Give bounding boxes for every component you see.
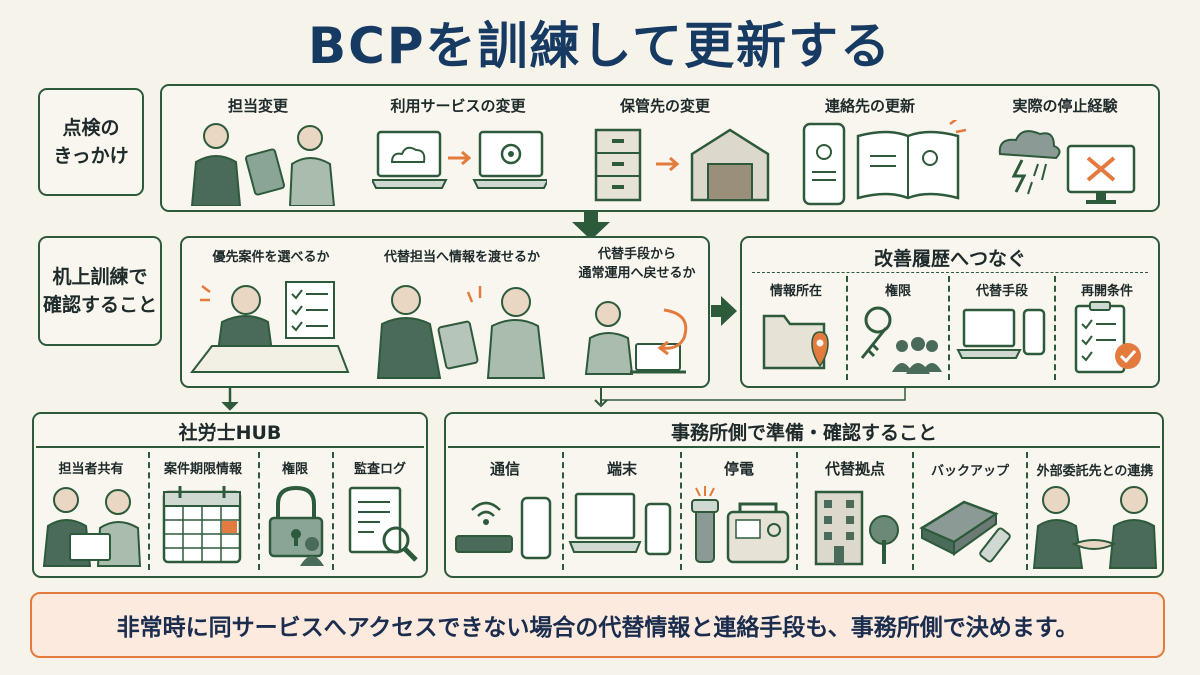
right-arrow-icon: [711, 296, 737, 326]
folder-location-icon: [762, 314, 829, 370]
laptop-smartphone-icon: [568, 492, 672, 556]
two-staff-laptop-icon: [42, 487, 142, 567]
trigger-label-box: 点検の きっかけ: [38, 88, 144, 196]
improvement-history-title: 改善履歴へつなぐ: [873, 248, 1026, 270]
improve-item-permission: 権限: [884, 284, 911, 299]
trigger-item-storage-change: 保管先の変更: [619, 97, 710, 115]
checklist-clipboard-icon: [1074, 301, 1141, 374]
connector-lines: [221, 388, 906, 411]
tabletop-item-restore: 代替手段から 通常運用へ戻せるか: [578, 247, 696, 281]
key-users-icon: [860, 306, 942, 374]
handover-people-icon: [190, 123, 336, 206]
office-item-backup: バックアップ: [930, 464, 1009, 479]
improve-item-resume-condition: 再開条件: [1080, 284, 1133, 299]
trigger-item-contact-update: 連絡先の更新: [824, 97, 915, 115]
improve-item-alternative: 代替手段: [975, 284, 1028, 299]
divider: [680, 452, 682, 570]
building-tree-icon: [814, 490, 899, 566]
divider: [332, 452, 334, 570]
hub-item-permission: 権限: [281, 462, 308, 477]
padlock-user-icon: [268, 485, 324, 566]
service-change-laptops-icon: [372, 130, 547, 189]
document-search-icon: [348, 486, 418, 562]
contact-update-icon: [802, 120, 967, 206]
tabletop-label: 机上訓練で 確認すること: [42, 265, 157, 317]
trigger-item-staff-change: 担当変更: [227, 97, 288, 115]
hub-item-shared-staff: 担当者共有: [58, 462, 124, 477]
divider: [752, 272, 1148, 273]
office-item-device: 端末: [606, 460, 637, 478]
storm-outage-icon: [998, 130, 1136, 204]
improve-item-info-location: 情報所在: [769, 284, 822, 299]
tabletop-item-priority: 優先案件を選べるか: [212, 250, 330, 265]
trigger-item-service-change: 利用サービスの変更: [390, 97, 526, 115]
divider: [1026, 452, 1028, 570]
tabletop-label-box: 机上訓練で 確認すること: [38, 236, 162, 346]
divider: [36, 446, 424, 448]
tabletop-item-handover: 代替担当へ情報を渡せるか: [383, 250, 540, 265]
bottom-note: 非常時に同サービスへアクセスできない場合の代替情報と連絡手段も、事務所側で決めま…: [30, 592, 1165, 658]
laptop-phone-icon: [956, 308, 1046, 359]
divider: [948, 276, 950, 380]
calendar-icon: [162, 486, 242, 564]
priority-review-icon: [189, 281, 350, 373]
office-item-alt-site: 代替拠点: [824, 460, 885, 478]
divider: [258, 452, 260, 570]
router-phone-icon: [455, 496, 552, 560]
divider: [1054, 276, 1056, 380]
office-item-communication: 通信: [489, 460, 520, 478]
restore-operation-icon: [584, 301, 688, 375]
office-prep-title: 事務所側で準備・確認すること: [670, 422, 937, 444]
divider: [448, 446, 1160, 448]
page-title: BCPを訓練して更新する: [308, 17, 892, 75]
down-arrow-icon: [572, 210, 610, 240]
office-item-vendor-coordination: 外部委託先との連携: [1036, 464, 1154, 479]
office-item-power-outage: 停電: [723, 460, 754, 478]
divider: [148, 452, 150, 570]
divider: [846, 276, 848, 380]
bottom-note-text: 非常時に同サービスへアクセスできない場合の代替情報と連絡手段も、事務所側で決めま…: [116, 615, 1079, 641]
flashlight-battery-icon: [691, 486, 790, 564]
hub-item-deadline-info: 案件期限情報: [163, 462, 242, 477]
hub-item-audit-log: 監査ログ: [353, 462, 406, 477]
hub-title: 社労士HUB: [178, 422, 282, 444]
handover-info-icon: [376, 285, 546, 379]
divider: [562, 452, 564, 570]
handshake-partners-icon: [1032, 486, 1158, 569]
divider: [796, 452, 798, 570]
trigger-item-actual-outage: 実際の停止経験: [1012, 97, 1118, 115]
trigger-label: 点検の きっかけ: [53, 116, 129, 168]
external-storage-icon: [919, 500, 1011, 563]
divider: [912, 452, 914, 570]
storage-change-icon: [594, 128, 770, 202]
